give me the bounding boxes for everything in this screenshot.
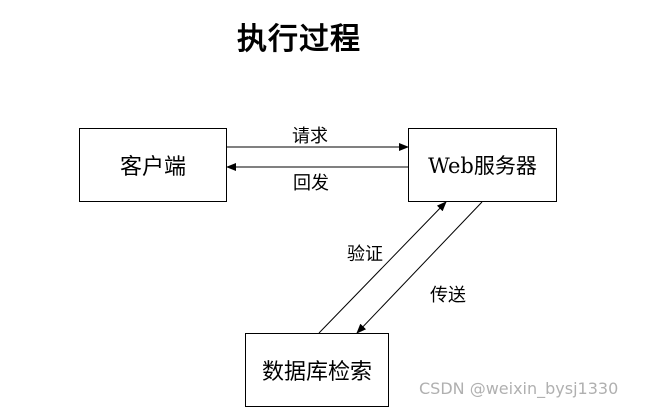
web-server-label: Web服务器	[428, 154, 537, 178]
database-label: 数据库检索	[261, 360, 372, 385]
web-server-box: Web服务器	[408, 128, 557, 202]
database-box: 数据库检索	[245, 333, 389, 407]
request-label: 请求	[292, 126, 328, 147]
client-label: 客户端	[119, 155, 186, 180]
transfer-label: 传送	[430, 285, 466, 306]
diagram-title: 执行过程	[237, 22, 361, 57]
verify-label: 验证	[347, 244, 383, 265]
transfer-arrow	[356, 201, 483, 334]
client-box: 客户端	[79, 128, 227, 202]
verify-arrow	[318, 201, 447, 334]
reply-label: 回发	[293, 173, 329, 194]
watermark-text: CSDN @weixin_bysj1330	[419, 379, 619, 398]
